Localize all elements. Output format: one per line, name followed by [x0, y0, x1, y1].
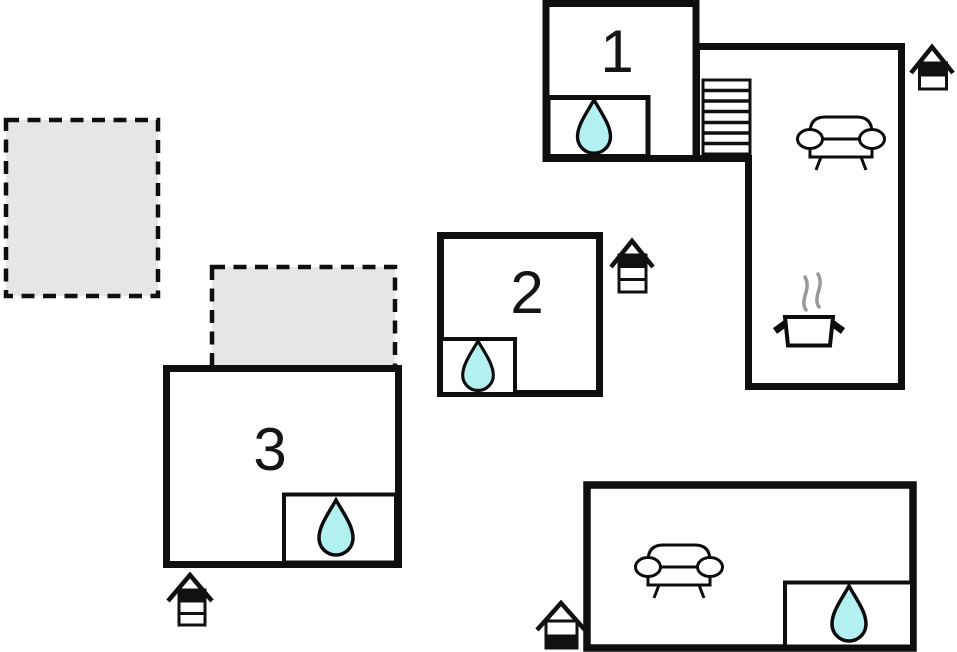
- house-entrance-icon-room-3: [166, 571, 214, 627]
- room-1: 1: [542, 0, 700, 162]
- room-3: 3: [163, 365, 402, 568]
- lower-lounge: [583, 481, 917, 652]
- kitchen-living-wing: [693, 43, 905, 390]
- house-entrance-icon-room-2: [609, 237, 655, 294]
- house-entrance-icon-top-right: [909, 43, 955, 91]
- steam-pot-icon: [772, 272, 846, 348]
- room-1-label: 1: [600, 18, 633, 85]
- room-2: 2: [437, 232, 603, 397]
- house-entrance-icon-bottom: [535, 599, 587, 650]
- room-3-label: 3: [253, 416, 286, 483]
- terrace-above-room-3: [209, 264, 398, 373]
- stairs-icon: [701, 78, 752, 156]
- terrace-upper-left: [3, 117, 161, 299]
- room-2-label: 2: [510, 259, 543, 326]
